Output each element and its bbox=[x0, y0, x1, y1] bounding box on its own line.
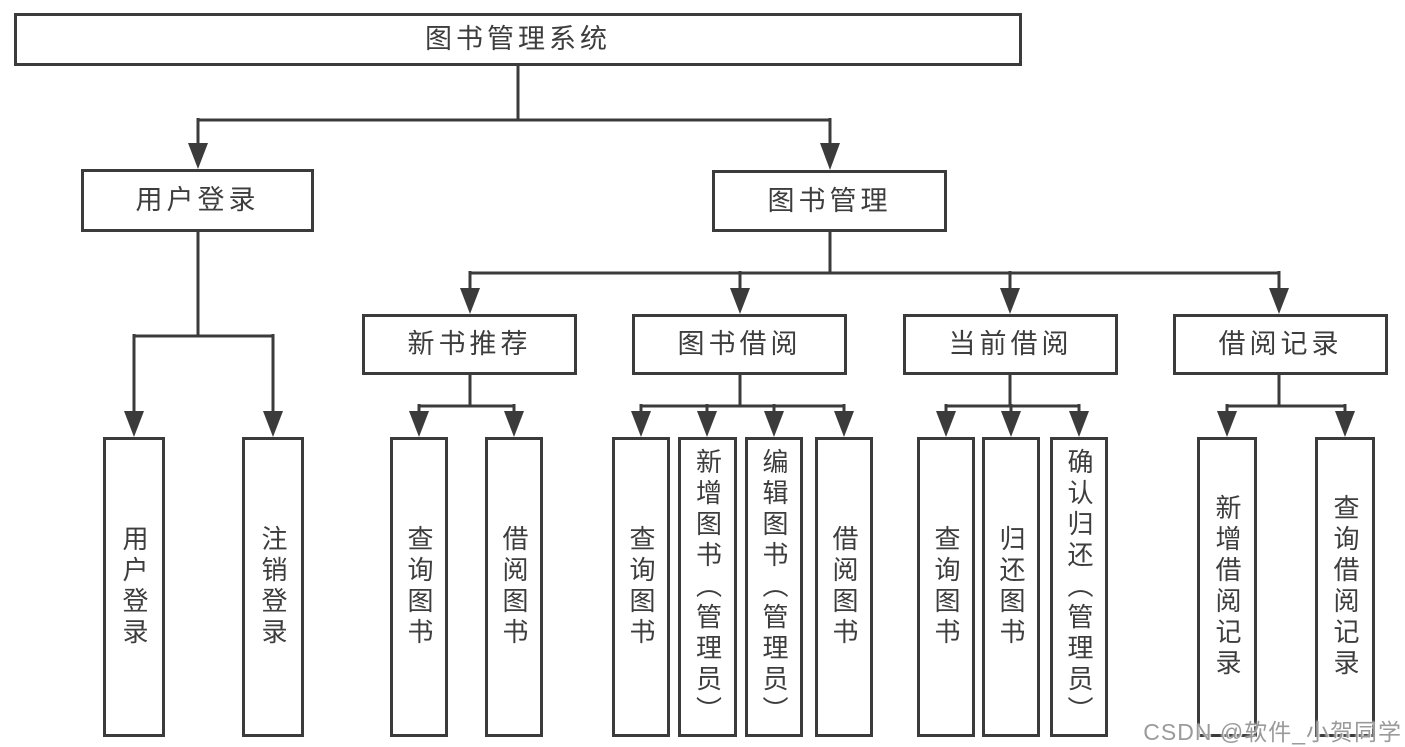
connector-borrowing-records-to-leaves bbox=[1217, 375, 1355, 437]
leaf-records-query-record: 查询借阅记录 bbox=[1315, 437, 1375, 737]
leaf-borrow-query-books: 查询图书 bbox=[612, 437, 670, 737]
leaf-borrow-edit-books-admin-label: 编辑图书（管理员） bbox=[759, 447, 789, 727]
node-library-system-label: 图书管理系统 bbox=[425, 24, 611, 54]
node-library-system: 图书管理系统 bbox=[14, 13, 1022, 66]
node-current-borrowing-label: 当前借阅 bbox=[948, 329, 1073, 359]
leaf-borrow-query-books-label: 查询图书 bbox=[626, 525, 656, 649]
leaf-logout-label: 注销登录 bbox=[258, 525, 288, 649]
leaf-records-add-record: 新增借阅记录 bbox=[1197, 437, 1257, 737]
csdn-watermark: CSDN @软件_小贺同学 bbox=[1143, 719, 1402, 745]
leaf-borrow-borrow-books-label: 借阅图书 bbox=[829, 525, 859, 649]
connector-current-borrowing-to-leaves bbox=[936, 375, 1089, 437]
node-user-login-label: 用户登录 bbox=[135, 185, 260, 215]
connector-new-book-recommend-to-leaves bbox=[409, 375, 524, 437]
node-borrowing-records-label: 借阅记录 bbox=[1218, 329, 1343, 359]
leaf-borrow-add-books-admin: 新增图书（管理员） bbox=[678, 437, 737, 737]
node-current-borrowing: 当前借阅 bbox=[903, 314, 1118, 375]
leaf-newrec-query-books-label: 查询图书 bbox=[404, 525, 434, 649]
connector-root-to-level2 bbox=[188, 66, 840, 170]
leaf-current-return-books-label: 归还图书 bbox=[996, 525, 1026, 649]
leaf-current-query-books: 查询图书 bbox=[917, 437, 975, 737]
connector-book-borrowing-to-leaves bbox=[631, 375, 854, 437]
node-book-borrowing-label: 图书借阅 bbox=[677, 329, 802, 359]
connector-user-login-to-leaves bbox=[124, 232, 283, 437]
leaf-current-return-books: 归还图书 bbox=[982, 437, 1040, 737]
leaf-records-query-record-label: 查询借阅记录 bbox=[1330, 494, 1360, 680]
node-new-book-recommend: 新书推荐 bbox=[362, 314, 577, 375]
node-user-login: 用户登录 bbox=[81, 169, 314, 232]
leaf-current-query-books-label: 查询图书 bbox=[931, 525, 961, 649]
node-book-management-label: 图书管理 bbox=[767, 185, 892, 216]
leaf-newrec-borrow-books-label: 借阅图书 bbox=[499, 525, 529, 649]
connector-book-management-to-level3 bbox=[460, 232, 1289, 314]
leaf-user-login-label: 用户登录 bbox=[119, 525, 149, 649]
leaf-borrow-edit-books-admin: 编辑图书（管理员） bbox=[745, 437, 803, 737]
leaf-current-confirm-return-admin: 确认归还（管理员） bbox=[1050, 437, 1108, 737]
node-new-book-recommend-label: 新书推荐 bbox=[407, 329, 532, 359]
leaf-user-login: 用户登录 bbox=[103, 437, 165, 737]
node-borrowing-records: 借阅记录 bbox=[1173, 314, 1388, 375]
node-book-management: 图书管理 bbox=[712, 170, 947, 232]
leaf-newrec-query-books: 查询图书 bbox=[390, 437, 448, 737]
leaf-current-confirm-return-admin-label: 确认归还（管理员） bbox=[1064, 447, 1094, 727]
leaf-newrec-borrow-books: 借阅图书 bbox=[485, 437, 543, 737]
leaf-borrow-borrow-books: 借阅图书 bbox=[815, 437, 873, 737]
leaf-records-add-record-label: 新增借阅记录 bbox=[1212, 494, 1242, 680]
node-book-borrowing: 图书借阅 bbox=[632, 314, 847, 375]
leaf-borrow-add-books-admin-label: 新增图书（管理员） bbox=[692, 447, 723, 727]
leaf-logout: 注销登录 bbox=[242, 437, 304, 737]
